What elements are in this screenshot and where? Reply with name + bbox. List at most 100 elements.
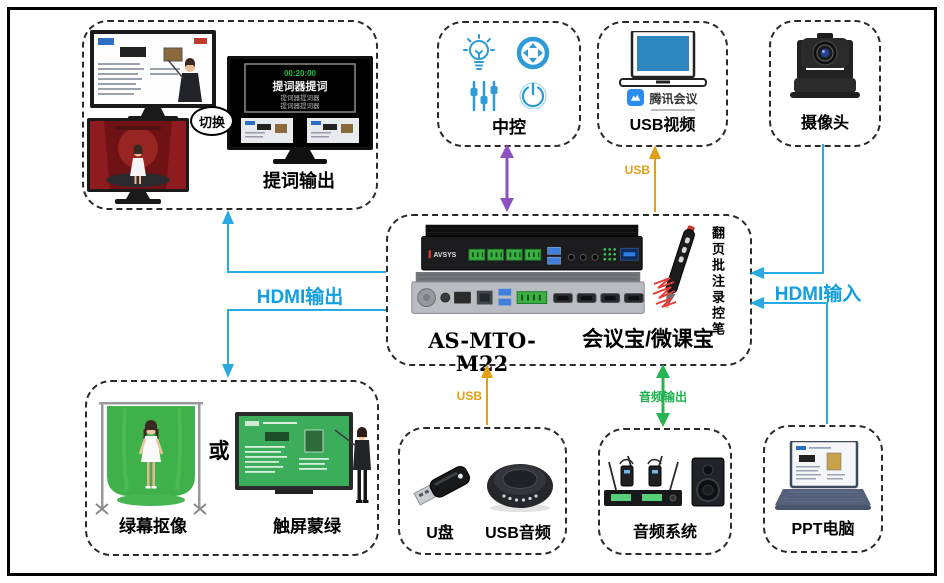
teleprompter-monitor: 00:20:00 提词器提词 提词器提词器 提词器提词器 [227, 56, 373, 164]
bodypack-1 [620, 465, 634, 487]
usb-drive-label: U盘 [426, 525, 454, 542]
headset-2 [647, 458, 662, 465]
speaker-tweeter [702, 464, 714, 476]
usb-video-label: USB视频 [629, 117, 696, 134]
stand-pole-left [101, 402, 104, 508]
cloth-fold-2 [175, 407, 183, 491]
speakerphone-icon [487, 464, 553, 512]
power-jack [440, 292, 451, 303]
pen-laser-scribbles [652, 277, 677, 308]
stand-crossbar [99, 402, 203, 405]
slide-logo [98, 38, 114, 45]
hdmi-in-label: HDMI输入 [774, 284, 862, 305]
usb-top-label: USB [624, 163, 650, 177]
keyboard-rows [785, 493, 862, 501]
prompter-line1: 提词器提词器 [281, 93, 321, 102]
ip-display-text [623, 252, 636, 257]
central-control-label: 中控 [492, 118, 526, 137]
slide-photo-thumb [163, 47, 183, 62]
slide-corner [194, 38, 207, 44]
hdmi-ports [553, 293, 644, 304]
studio-panels [90, 121, 186, 189]
usb-bottom-label: USB [456, 389, 482, 403]
tencent-meeting-row: 腾讯会议 [599, 89, 726, 111]
usb-port-bottom-2 [498, 298, 512, 306]
camera-bracket [797, 70, 853, 78]
device-stack-image: AVSYS [411, 224, 645, 314]
prompter-output-label: 提词输出 [263, 171, 335, 191]
usb-drive-icon [413, 465, 470, 506]
brand-mark [428, 250, 432, 259]
studio-stage [106, 173, 170, 187]
terminal-blocks [468, 248, 542, 261]
prompter-text-frame [244, 63, 356, 113]
ppt-laptop-box: PPT电脑 [763, 425, 883, 553]
slide-device-thumb [120, 47, 146, 57]
ppt-laptop-label: PPT电脑 [791, 521, 855, 538]
terminal-block-bottom [516, 291, 548, 304]
camera-label: 摄像头 [800, 115, 849, 132]
lan-port-inner [479, 293, 490, 302]
receiver-display-2 [642, 494, 662, 501]
receiver-display-1 [611, 494, 631, 501]
hdmi-out-label: HDMI输出 [256, 287, 344, 308]
cloth-fold-1 [121, 407, 129, 491]
device-name-label: 会议宝/微课宝 [582, 328, 714, 351]
sfp-port [454, 291, 471, 304]
stand-feet [95, 503, 207, 515]
camera-lens-highlight [822, 50, 825, 53]
headset-1 [619, 458, 634, 465]
power-icon [519, 82, 547, 109]
studio-monitor [87, 118, 189, 204]
main-device-box: AVSYS [386, 214, 752, 375]
brand-text: AVSYS [433, 252, 456, 259]
usb-devices-box: U盘 USB音频 [398, 427, 567, 555]
tencent-meeting-text: 腾讯会议 [649, 89, 698, 111]
prompter-line2: 提词器提词器 [281, 101, 321, 110]
ptz-camera-icon [790, 33, 860, 98]
audio-out-label: 音频输出 [638, 390, 687, 404]
usb-audio-label: USB音频 [485, 525, 551, 542]
monitor-stand [285, 150, 315, 159]
camera-top-nub [817, 33, 833, 39]
chroma-box: 或 [85, 380, 379, 556]
tencent-meeting-subline [651, 109, 696, 111]
tencent-meeting-name: 腾讯会议 [649, 92, 698, 106]
speakerphone-mesh [502, 469, 538, 489]
antennas [608, 455, 679, 491]
monitor-stand [126, 192, 150, 199]
monitor-base [115, 199, 161, 204]
pen-label: 翻页批注录控笔 [710, 226, 725, 338]
laptop-notch [656, 80, 670, 84]
touchscreen-image [235, 412, 371, 503]
laptop-front-edge [775, 505, 871, 510]
audio-system-label: 音频系统 [632, 524, 697, 541]
central-control-box: 中控 [437, 21, 581, 147]
teacher-figure [334, 427, 371, 503]
usb-video-box: 腾讯会议 USB视频 [597, 21, 728, 147]
camera-lens-glass [820, 48, 830, 58]
laptop-screen [637, 36, 689, 71]
speaker-cone [702, 484, 714, 496]
laptop-screen-content [796, 446, 845, 480]
dpad-icon [516, 36, 550, 70]
switch-badge: 切换 [190, 106, 234, 136]
switch-label: 切换 [198, 114, 225, 130]
slide-text-lines [98, 63, 180, 95]
touchscreen-content [245, 421, 329, 473]
prompter-timer: 00:20:00 [284, 69, 317, 78]
bottom-unit-heatsink [415, 272, 641, 282]
device-model-label: AS-MTO-M22 [428, 328, 536, 377]
bodypack-2 [648, 465, 662, 487]
audio-system-image [604, 455, 725, 507]
presenter-pen-icon [652, 225, 695, 309]
prompter-thumbnails [241, 118, 359, 143]
presenter-figure [167, 58, 202, 102]
green-screen-image [95, 402, 207, 515]
led-indicators [603, 248, 616, 261]
ppt-laptop-icon [775, 441, 871, 510]
studio-host-figure [130, 144, 146, 184]
outer-frame [7, 7, 937, 576]
model-figure [138, 420, 164, 489]
